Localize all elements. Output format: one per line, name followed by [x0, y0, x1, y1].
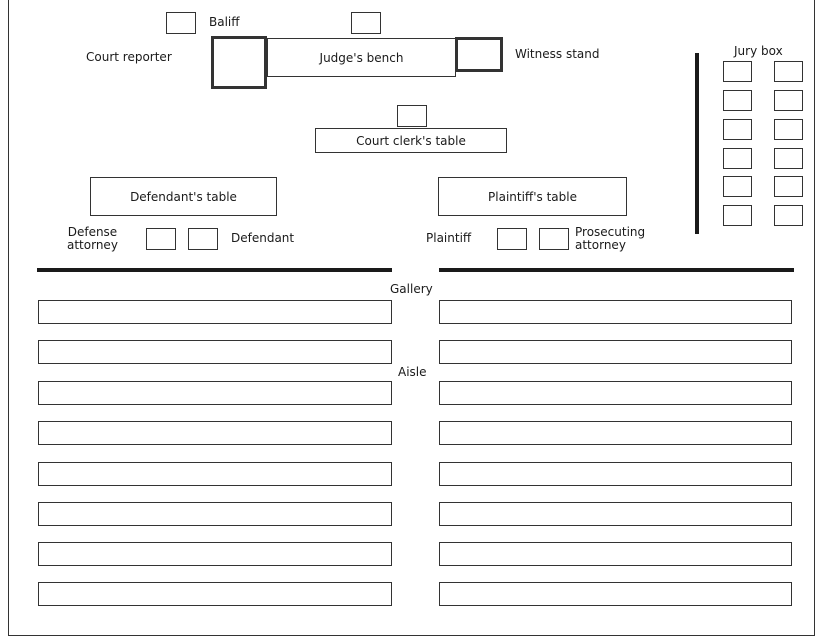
gallery-bench-left [38, 421, 392, 445]
jury-seat [774, 176, 803, 197]
jury-seat [723, 205, 752, 226]
gallery-bench-left [38, 340, 392, 364]
defense-attorney-line1: Defense [67, 225, 118, 239]
jury-seat [723, 61, 752, 82]
gallery-bench-right [439, 542, 792, 566]
jury-seat [774, 90, 803, 111]
defense-attorney-label: Defense attorney [67, 225, 118, 253]
court-reporter-seat [211, 36, 267, 89]
gallery-bench-left [38, 582, 392, 606]
seat-top-right [351, 12, 381, 34]
gallery-bench-right [439, 462, 792, 486]
prosecuting-attorney-line1: Prosecuting [575, 225, 646, 239]
jury-seat [723, 119, 752, 140]
judges-bench: Judge's bench [267, 38, 456, 77]
baliff-label: Baliff [209, 15, 240, 29]
gallery-bench-right [439, 582, 792, 606]
aisle-label: Aisle [398, 365, 427, 379]
gallery-bench-right [439, 300, 792, 324]
defense-attorney-seat [146, 228, 176, 250]
gallery-bench-left [38, 542, 392, 566]
judges-bench-label: Judge's bench [319, 50, 404, 65]
defendant-seat [188, 228, 218, 250]
plaintiffs-table: Plaintiff's table [438, 177, 627, 216]
defendant-label: Defendant [231, 231, 295, 245]
jury-seat [774, 148, 803, 169]
jury-rail [695, 53, 699, 234]
plaintiff-seat [497, 228, 527, 250]
courtroom-frame [8, 0, 815, 636]
bar-divider-left [37, 268, 392, 272]
witness-stand-label: Witness stand [515, 47, 600, 61]
defense-attorney-line2: attorney [67, 238, 118, 253]
prosecuting-attorney-seat [539, 228, 569, 250]
gallery-bench-left [38, 502, 392, 526]
jury-seat [723, 90, 752, 111]
baliff-seat [166, 12, 196, 34]
court-clerk-seat [397, 105, 427, 127]
court-clerks-table: Court clerk's table [315, 128, 507, 153]
court-reporter-label: Court reporter [86, 50, 172, 64]
gallery-bench-right [439, 340, 792, 364]
jury-seat [774, 61, 803, 82]
gallery-bench-left [38, 462, 392, 486]
gallery-bench-right [439, 502, 792, 526]
jury-seat [723, 176, 752, 197]
jury-box-label: Jury box [734, 44, 783, 58]
gallery-bench-left [38, 300, 392, 324]
gallery-label: Gallery [390, 282, 433, 296]
jury-seat [774, 205, 803, 226]
defendants-table: Defendant's table [90, 177, 277, 216]
court-clerks-table-label: Court clerk's table [356, 133, 466, 148]
witness-stand-box [455, 37, 503, 72]
plaintiffs-table-label: Plaintiff's table [488, 189, 577, 204]
gallery-bench-left [38, 381, 392, 405]
bar-divider-right [439, 268, 794, 272]
jury-seat [774, 119, 803, 140]
gallery-bench-right [439, 381, 792, 405]
plaintiff-label: Plaintiff [426, 231, 472, 245]
defendants-table-label: Defendant's table [130, 189, 237, 204]
prosecuting-attorney-line2: attorney [575, 238, 626, 253]
gallery-bench-right [439, 421, 792, 445]
prosecuting-attorney-label: Prosecuting attorney [575, 225, 646, 253]
jury-seat [723, 148, 752, 169]
